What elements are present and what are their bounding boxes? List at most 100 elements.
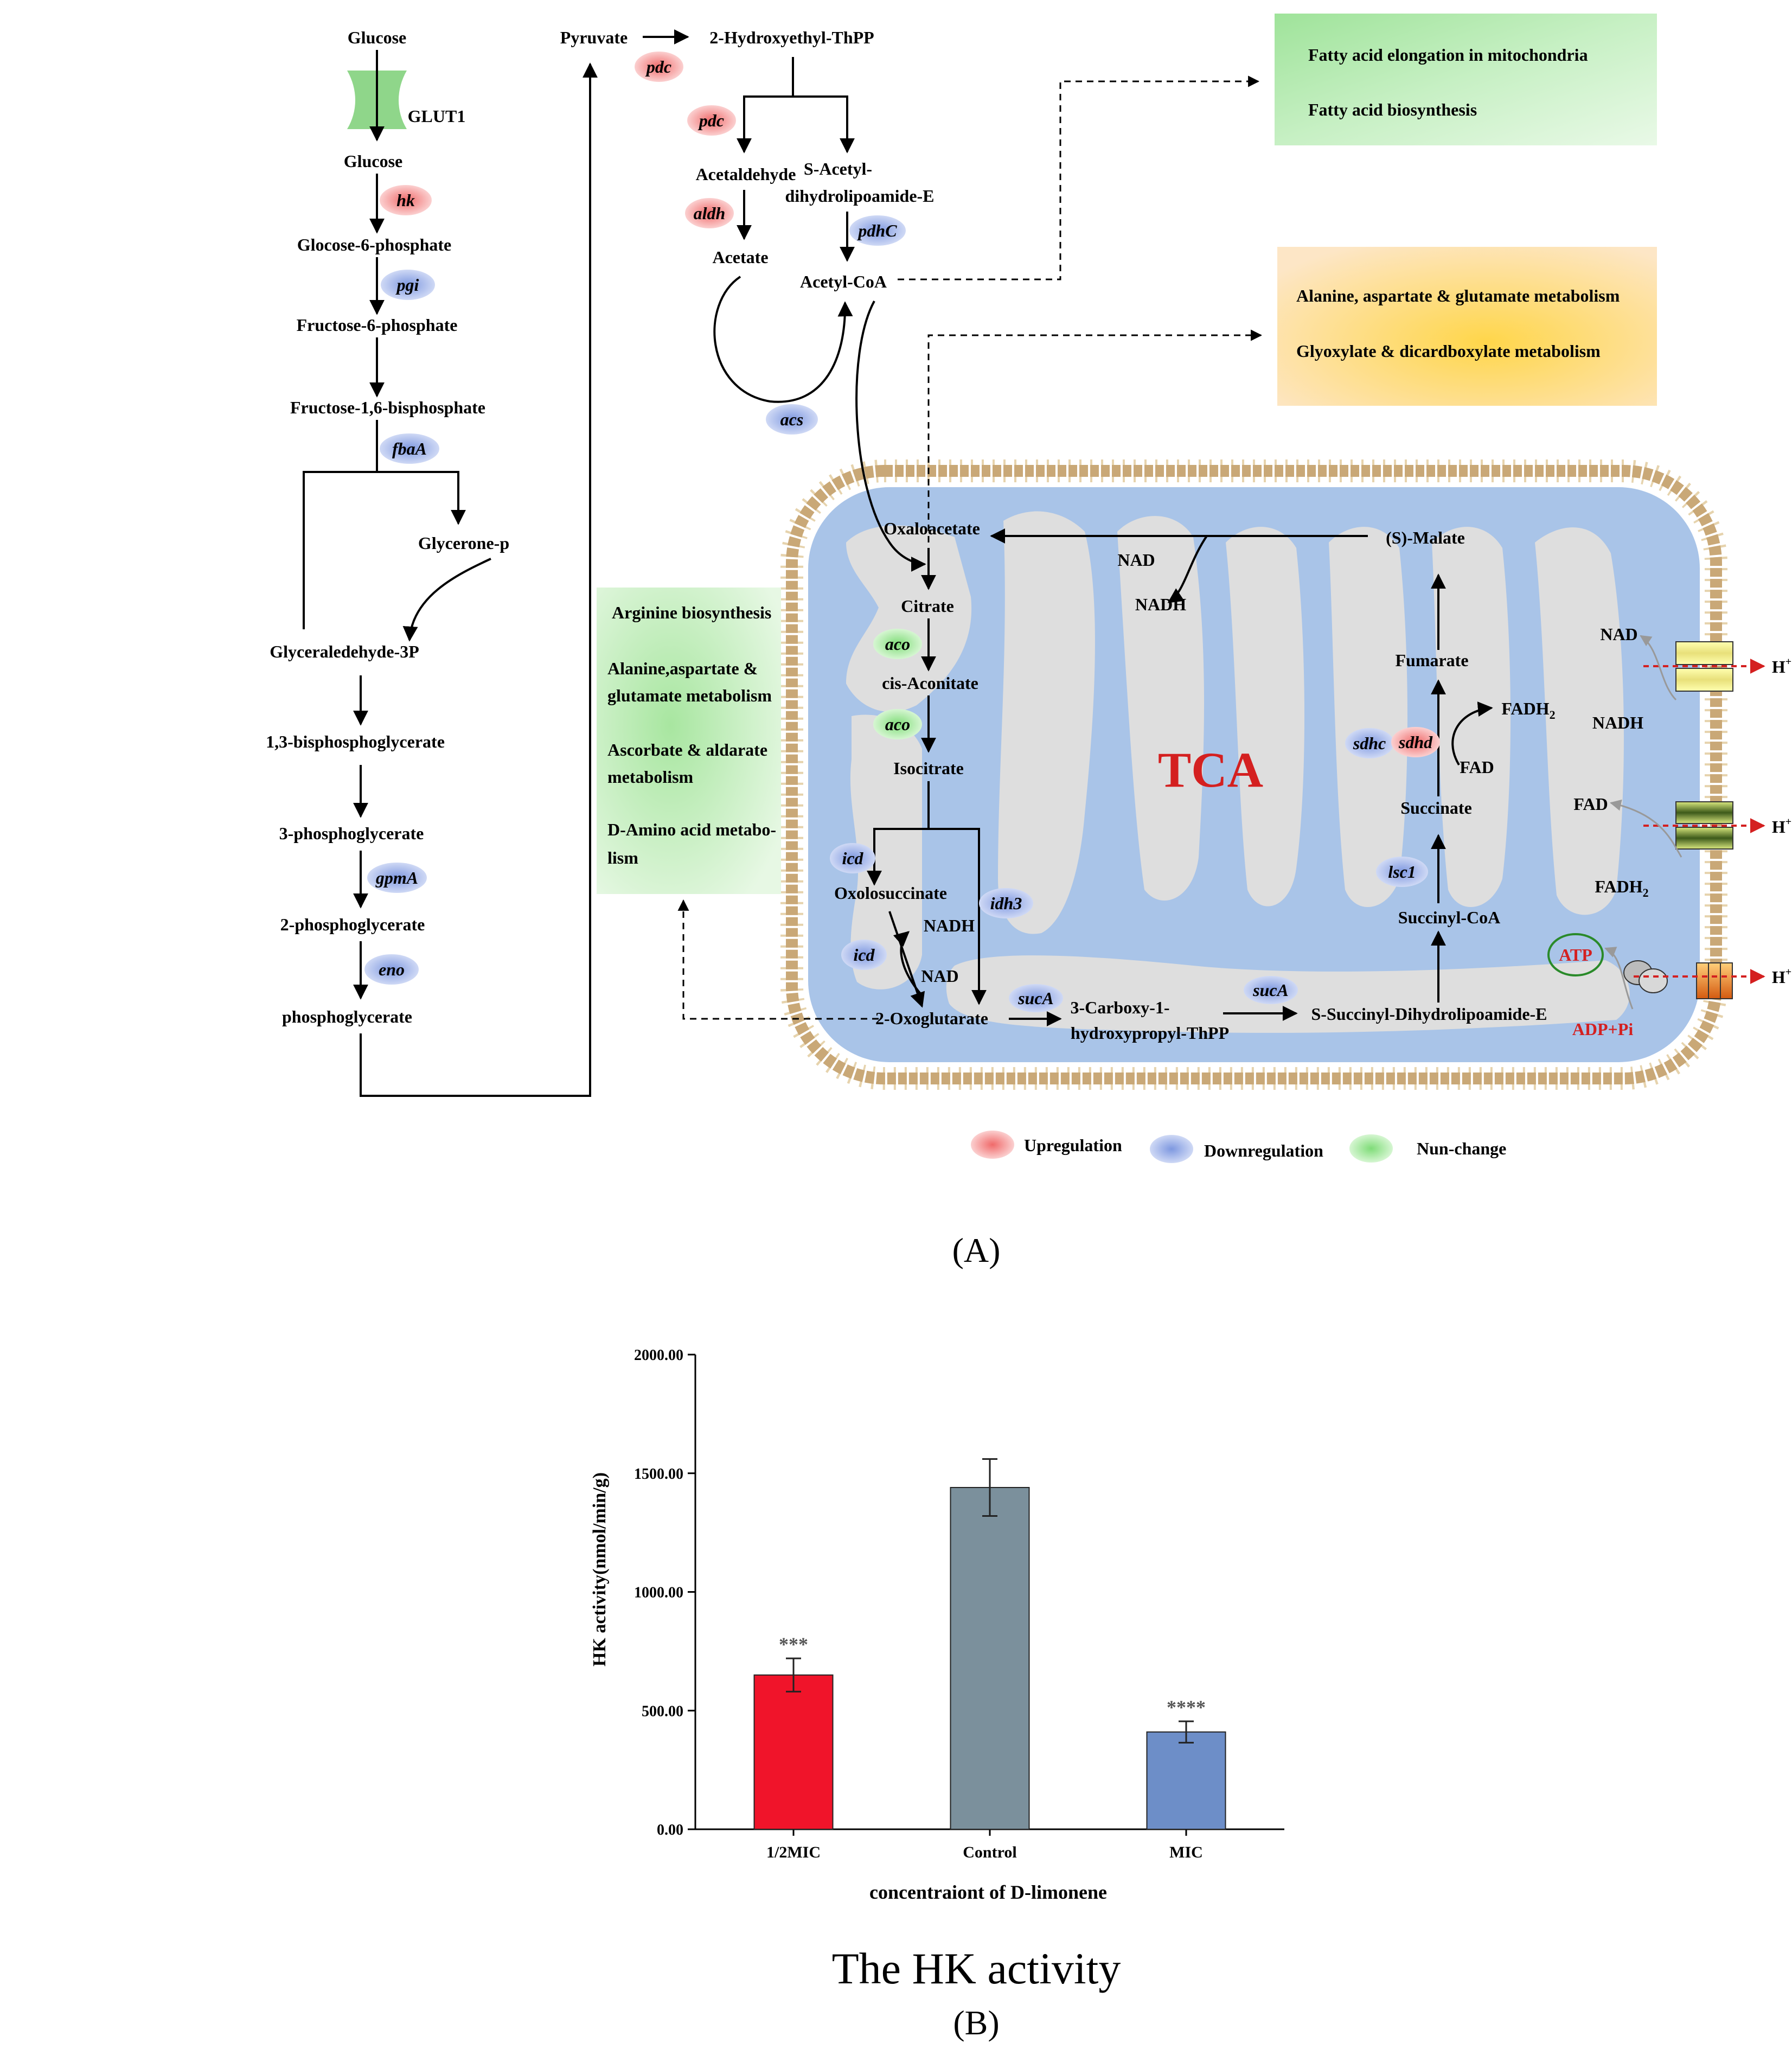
arginine-box-line-7: lism (607, 848, 638, 867)
x-tick-label: MIC (1169, 1843, 1203, 1861)
cofactor-fadh2-sdh: FADH2 (1501, 699, 1555, 722)
enzyme-sucA-2 (1244, 976, 1298, 1004)
enzyme-pdhC-label: pdhC (856, 221, 897, 240)
arginine-box-line-4: Ascorbate & aldarate (607, 740, 767, 759)
legend-swatch-up (971, 1131, 1014, 1159)
enzyme-aco-2-label: aco (885, 714, 910, 734)
panel-b-subtitle-text: The HK activity (831, 1944, 1121, 1993)
enzyme-pdhC (849, 215, 906, 246)
complex-ii-icon (1675, 801, 1733, 850)
etc-fadh2-label: FADH2 (1595, 877, 1648, 899)
enzyme-pgi (381, 270, 435, 300)
legend-label-up: Upregulation (1024, 1135, 1122, 1155)
pyruvate-branch: Pyruvate 2-Hydroxyethyl-ThPP pdc pdc Ace… (560, 28, 935, 572)
enzyme-sdhc-label: sdhc (1353, 733, 1386, 753)
panel-a-caption-text: (A) (952, 1231, 1001, 1269)
complex-i-icon (1675, 641, 1733, 692)
y-tick-label: 1000.00 (634, 1585, 683, 1601)
x-tick-label: 1/2MIC (766, 1843, 821, 1861)
metabolite-fructose-6-phosphate: Fructose-6-phosphate (297, 315, 458, 335)
enzyme-eno (364, 954, 419, 985)
metabolite-glyceraldehyde-3p: Glyceraledehyde-3P (270, 642, 419, 661)
metabolite-citrate: Citrate (901, 596, 954, 616)
arginine-box (597, 588, 781, 894)
enzyme-idh3 (979, 888, 1033, 918)
metabolite-s-acetyl-line2: dihydrolipoamide-E (785, 186, 934, 206)
enzyme-icd-2 (841, 940, 887, 970)
membrane-lipid-bilayer (786, 465, 1722, 1084)
alanine-box-line-2: Glyoxylate & dicardboxylate metabolism (1296, 341, 1601, 361)
proton-label-2: H+ (1772, 816, 1791, 837)
y-tick-label: 500.00 (642, 1703, 683, 1720)
fatty-box-line-1: Fatty acid elongation in mitochondria (1308, 45, 1588, 65)
metabolite-phosphoglycerate: phosphoglycerate (282, 1007, 412, 1026)
metabolite-acetaldehyde: Acetaldehyde (696, 164, 796, 184)
etc-nad-label: NAD (1600, 624, 1637, 644)
enzyme-pdc-2 (687, 105, 736, 136)
enzyme-pdc-2-label: pdc (697, 111, 724, 130)
enzyme-aldh-label: aldh (694, 203, 726, 223)
metabolite-glucose-inner: Glucose (344, 151, 402, 171)
enzyme-sdhd (1391, 727, 1440, 757)
significance-label: **** (1167, 1696, 1206, 1718)
bar-control (950, 1487, 1030, 1830)
metabolite-glycerone-p: Glycerone-p (418, 533, 509, 553)
fatty-acid-box (1275, 14, 1657, 145)
enzyme-hk-label: hk (396, 190, 415, 210)
enzyme-pdc-1-label: pdc (645, 57, 671, 76)
panel-a-caption: (A) (868, 1230, 1085, 1271)
proton-label-1: H+ (1772, 656, 1791, 676)
cofactor-nadh-oxolosuccinate: NADH (924, 916, 975, 935)
panel-a-pathway-diagram: Fatty acid elongation in mitochondria Fa… (266, 14, 1791, 1163)
legend-label-same: Nun-change (1417, 1139, 1506, 1158)
alanine-glyoxylate-box (1277, 247, 1657, 406)
cofactor-fad-sdh: FAD (1460, 757, 1494, 777)
metabolite-glucose-outer: Glucose (348, 28, 406, 47)
tca-title: TCA (1158, 742, 1263, 797)
enzyme-lsc1-label: lsc1 (1388, 862, 1416, 882)
cofactor-nadh-malate: NADH (1135, 595, 1186, 614)
cristae (846, 511, 1630, 1033)
arginine-box-line-1: Arginine biosynthesis (612, 603, 771, 622)
metabolite-2-oxoglutarate: 2-Oxoglutarate (875, 1008, 988, 1028)
metabolite-oxaloacetate: Oxaloacetate (884, 519, 980, 538)
arginine-box-line-2: Alanine,aspartate & (607, 659, 758, 678)
bar-mic (1146, 1731, 1226, 1830)
metabolite-1-3-bisphosphoglycerate: 1,3-bisphosphoglycerate (266, 732, 445, 751)
enzyme-sucA-1-label: sucA (1017, 988, 1054, 1008)
legend-swatch-same (1349, 1134, 1393, 1163)
atp-circle (1547, 933, 1604, 976)
enzyme-icd-2-label: icd (853, 945, 875, 965)
adp-pi-label: ADP+Pi (1572, 1019, 1634, 1039)
enzyme-lsc1 (1376, 857, 1428, 887)
enzyme-sdhc (1345, 728, 1394, 758)
enzyme-aco-1 (873, 629, 922, 659)
enzyme-gpmA (367, 863, 427, 893)
dashed-connectors (677, 75, 1263, 1020)
etc-fad-label: FAD (1573, 794, 1608, 814)
cofactor-nad-malate: NAD (1117, 550, 1155, 570)
enzyme-pgi-label: pgi (395, 275, 419, 295)
enzyme-idh3-label: idh3 (990, 893, 1022, 913)
enzyme-hk (380, 185, 432, 215)
metabolite-2-hydroxyethyl-thpp: 2-Hydroxyethyl-ThPP (709, 28, 874, 47)
enzyme-icd-1-label: icd (842, 848, 863, 868)
y-tick-label: 1500.00 (634, 1466, 683, 1483)
arginine-box-line-5: metabolism (607, 767, 694, 787)
enzyme-acs (766, 404, 818, 435)
enzyme-sucA-1 (1009, 984, 1063, 1012)
tca-cycle: TCA Oxaloacetate NAD NADH Citrate aco ci… (830, 519, 1556, 1043)
alanine-box-line-1: Alanine, aspartate & glutamate metabolis… (1296, 286, 1620, 305)
atp-synthase-icon (1623, 960, 1733, 999)
y-tick-label: 0.00 (657, 1822, 683, 1838)
metabolite-s-acetyl-line1: S-Acetyl- (804, 159, 872, 178)
metabolite-3-carboxy-line1: 3-Carboxy-1- (1070, 998, 1169, 1017)
glut1-label: GLUT1 (408, 106, 466, 126)
panel-b-caption: (B) (868, 2003, 1085, 2043)
metabolite-succinate: Succinate (1400, 798, 1472, 818)
legend-label-down: Downregulation (1204, 1141, 1323, 1160)
enzyme-gpmA-label: gpmA (375, 868, 418, 888)
metabolite-3-carboxy-line2: hydroxypropyl-ThPP (1071, 1023, 1229, 1043)
